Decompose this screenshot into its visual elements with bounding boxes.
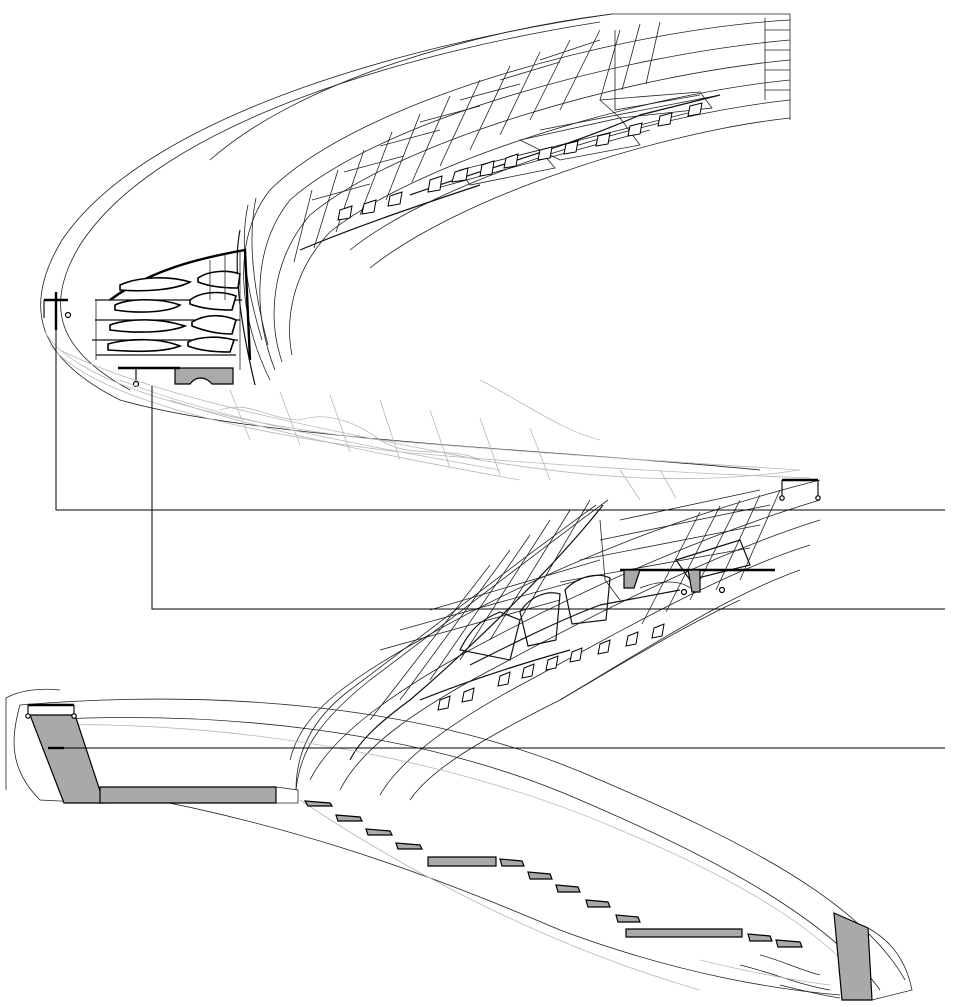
upper-core-section <box>92 248 252 388</box>
lower-stair-web <box>419 539 751 711</box>
bottom-shell <box>5 688 906 996</box>
lower-right-bracket <box>779 478 821 501</box>
upper-landing-edge <box>612 13 791 120</box>
bottom-treads <box>303 800 803 948</box>
upper-lattice <box>293 21 721 263</box>
leader-line-upper <box>55 330 945 511</box>
left-edge-bracket <box>43 292 72 330</box>
middle-ghost-flight <box>59 349 801 501</box>
annotation-leaders <box>48 330 945 749</box>
upper-stair-web <box>299 91 721 251</box>
upper-outer-stringer <box>40 13 811 479</box>
bottom-right-end <box>699 912 913 1001</box>
bottom-left-end <box>13 703 299 804</box>
mid-right-section <box>620 568 775 596</box>
leader-line-middle <box>151 386 945 610</box>
upper-inner-ribs <box>236 19 791 386</box>
lower-lattice <box>369 489 781 721</box>
